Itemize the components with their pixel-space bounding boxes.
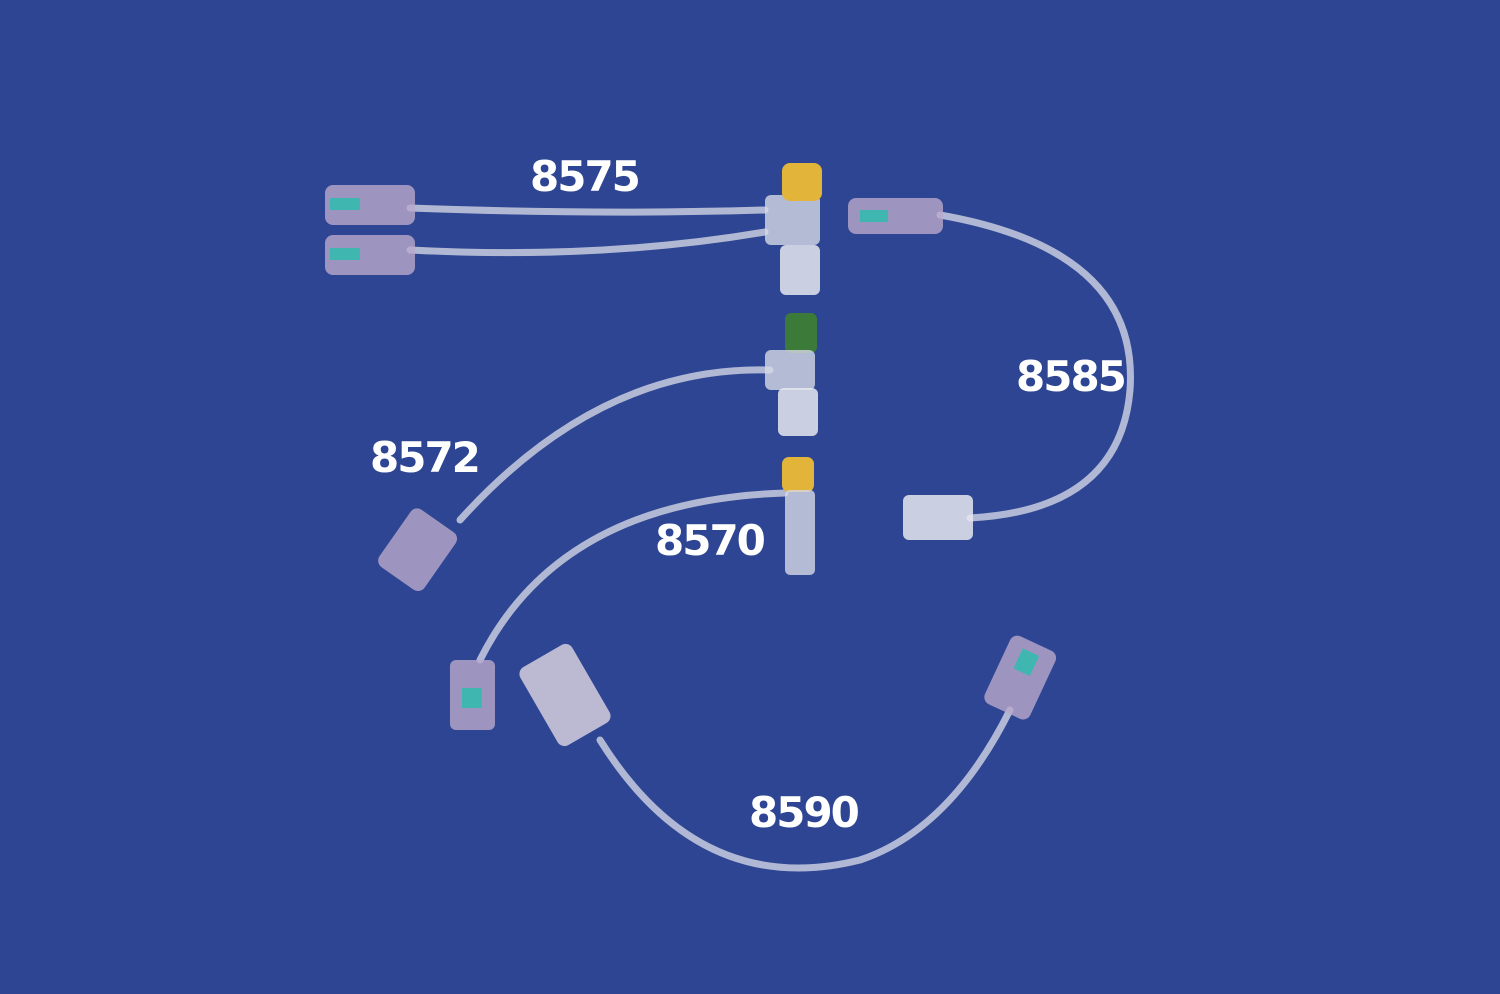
- label-8570: 8570: [655, 516, 766, 565]
- label-8585: 8585: [1016, 352, 1127, 401]
- label-8572: 8572: [370, 433, 481, 482]
- tube-8575-lower: [406, 228, 769, 257]
- tube-8570: [476, 489, 789, 664]
- connectors: [325, 163, 1057, 747]
- label-8590: 8590: [749, 788, 860, 837]
- tube-8585: [936, 211, 1134, 522]
- tube-8575-upper: [406, 204, 769, 216]
- label-8575: 8575: [530, 152, 641, 201]
- tube-8590: [596, 706, 1014, 872]
- tube-8572: [456, 366, 774, 524]
